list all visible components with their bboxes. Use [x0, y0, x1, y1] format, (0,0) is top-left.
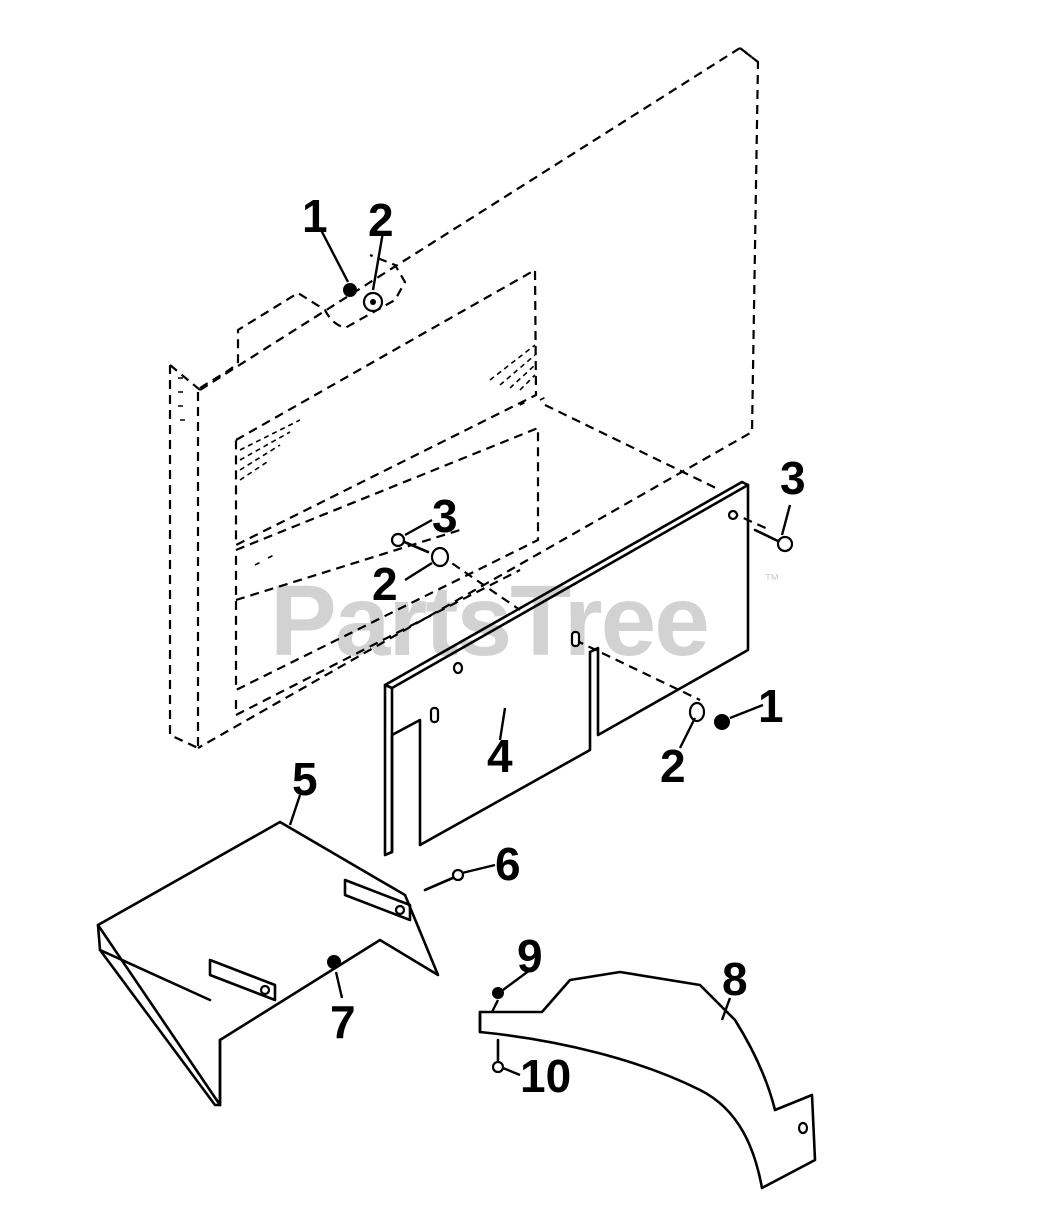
callout-6: 6 [495, 838, 521, 890]
callout-3-right: 3 [780, 452, 806, 504]
callout-2-top: 2 [368, 194, 394, 246]
part-5-discharge-chute[interactable] [96, 820, 440, 1107]
callout-2-right: 2 [660, 740, 686, 792]
hardware [327, 283, 794, 1074]
watermark-text: PartsTree [270, 565, 708, 677]
callout-4: 4 [487, 730, 513, 782]
callout-1-top: 1 [302, 190, 328, 242]
callout-labels: 1 2 3 3 2 1 2 4 5 6 7 8 9 10 [292, 190, 806, 1102]
part-4-baffle-plate[interactable] [383, 480, 750, 857]
callout-7: 7 [330, 996, 356, 1048]
hex-nut-icon [343, 283, 357, 297]
callout-9: 9 [517, 930, 543, 982]
callout-10: 10 [520, 1050, 571, 1102]
watermark-trademark: ™ [764, 572, 780, 589]
watermark: PartsTree ™ [270, 565, 780, 677]
callout-5: 5 [292, 753, 318, 805]
part-8-deflector[interactable] [478, 970, 817, 1190]
callout-8: 8 [722, 953, 748, 1005]
mower-housing-phantom [168, 46, 771, 749]
callout-2-left: 2 [372, 558, 398, 610]
callout-3-left: 3 [432, 490, 458, 542]
callout-1-right: 1 [758, 680, 784, 732]
leader-lines [288, 227, 792, 1077]
